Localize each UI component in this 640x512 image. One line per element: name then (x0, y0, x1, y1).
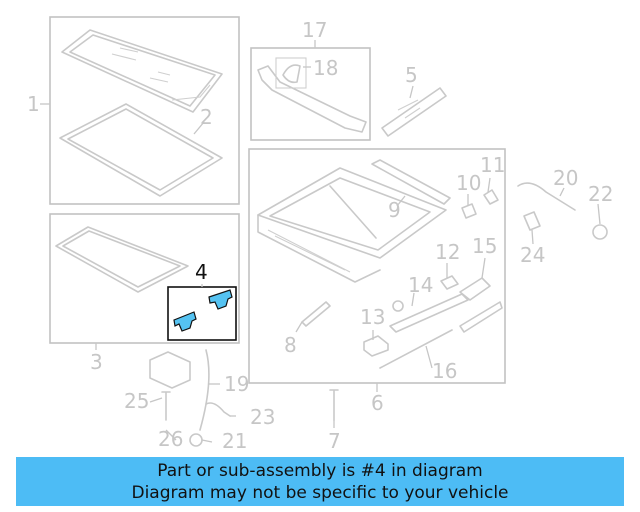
part-12-block (440, 275, 459, 290)
part-26-bolt (161, 391, 171, 421)
group-box-1-2 (49, 16, 240, 205)
callout-7: 7 (328, 429, 341, 453)
banner-line-1: Part or sub-assembly is #4 in diagram (157, 461, 483, 481)
callout-9: 9 (388, 198, 401, 222)
part-15-mechanism (459, 277, 503, 333)
callout-20: 20 (553, 166, 578, 190)
part-21-nut (189, 433, 203, 447)
callout-17: 17 (302, 18, 327, 42)
parts-diagram: 1 2 3 4 5 6 7 8 9 10 11 12 13 14 15 16 1… (27, 16, 613, 453)
part-9-rail (371, 159, 451, 205)
part-14-link (389, 293, 469, 333)
part-19-drain-hose (199, 349, 210, 431)
callout-4: 4 (195, 260, 208, 284)
callout-13: 13 (360, 305, 385, 329)
callout-12: 12 (435, 240, 460, 264)
callout-11: 11 (480, 153, 505, 177)
callout-3: 3 (90, 350, 103, 374)
callout-16: 16 (432, 359, 457, 383)
group-box-17-18 (250, 47, 371, 141)
callout-10: 10 (456, 171, 481, 195)
part-5-rail (381, 87, 447, 137)
callout-2: 2 (200, 105, 213, 129)
part-22-clamp (592, 224, 608, 240)
callout-15: 15 (472, 234, 497, 258)
part-8-strip (301, 301, 331, 327)
part-2-glass-seal (59, 103, 223, 197)
callout-1: 1 (27, 92, 40, 116)
part-1-glass-panel (61, 29, 223, 113)
callout-24: 24 (520, 243, 545, 267)
callout-18: 18 (313, 56, 338, 80)
info-banner: Part or sub-assembly is #4 in diagram Di… (16, 457, 624, 506)
part-17-deflector (257, 57, 367, 133)
callout-22: 22 (588, 182, 613, 206)
part-24-grommet (523, 211, 541, 231)
callout-21: 21 (222, 429, 247, 453)
part-13-motor (363, 335, 389, 357)
part-25-drain-bracket (149, 351, 191, 389)
part-16-cable (379, 329, 453, 369)
callout-26: 26 (158, 427, 183, 451)
part-3-sunshade (55, 226, 189, 293)
callout-14: 14 (408, 273, 433, 297)
part-4-bracket (173, 289, 233, 332)
callout-25: 25 (124, 389, 149, 413)
part-10-bracket (461, 203, 477, 219)
leader-lines (40, 40, 601, 443)
callout-23: 23 (250, 405, 275, 429)
callout-8: 8 (284, 333, 297, 357)
banner-line-2: Diagram may not be specific to your vehi… (131, 483, 509, 503)
callout-6: 6 (371, 391, 384, 415)
part-11-clip (483, 189, 499, 205)
group-box-3-4 (49, 213, 240, 344)
part-7-bolt (329, 389, 339, 421)
part-6-frame (257, 167, 447, 283)
callout-5: 5 (405, 63, 418, 87)
part-20-hose (517, 182, 576, 211)
part-23-clip (205, 402, 231, 417)
callout-19: 19 (224, 372, 249, 396)
